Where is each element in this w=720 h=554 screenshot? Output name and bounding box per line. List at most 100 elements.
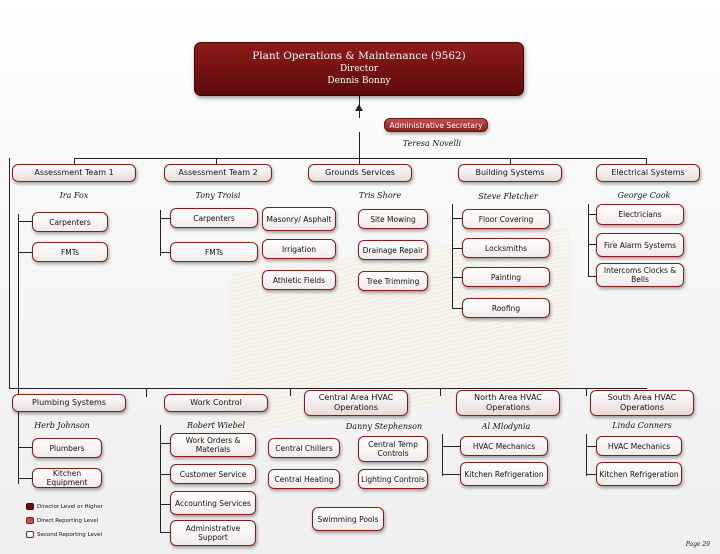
connector-line xyxy=(18,214,19,484)
unit-box: Central Temp Controls xyxy=(358,436,428,462)
unit-box: Kitchen Refrigeration xyxy=(460,462,548,486)
connector-line xyxy=(452,277,462,278)
connector-line xyxy=(9,388,647,389)
lead-name: Robert Wiebel xyxy=(186,421,246,430)
dept-south-area-hvac: South Area HVAC Operations xyxy=(590,390,694,416)
connector-line xyxy=(588,244,596,245)
connector-line xyxy=(160,218,170,219)
dept-electrical-systems: Electrical Systems xyxy=(596,164,700,182)
unit-box: Customer Service xyxy=(170,464,256,484)
connector-line xyxy=(586,446,596,447)
unit-box: Work Orders & Materials xyxy=(170,433,256,457)
connector-line xyxy=(9,158,10,388)
connector-line xyxy=(160,443,170,444)
connector-line xyxy=(452,248,462,249)
unit-box: Locksmiths xyxy=(462,238,550,258)
lead-name: Ira Fox xyxy=(59,191,89,200)
unit-box: Accounting Services xyxy=(170,491,256,515)
connector-line xyxy=(160,252,170,253)
connector-line xyxy=(290,388,291,396)
connector-line xyxy=(18,478,32,479)
unit-box: Kitchen Refrigeration xyxy=(596,462,682,486)
admin-secretary-box: Administrative Secretary xyxy=(384,118,488,132)
connector-line xyxy=(146,388,147,397)
unit-box: Site Mowing xyxy=(358,209,428,229)
unit-box: HVAC Mechanics xyxy=(596,436,682,456)
connector-line xyxy=(646,158,647,164)
unit-box: Central Chillers xyxy=(268,438,340,458)
lead-name: Steve Fletcher xyxy=(478,192,538,201)
director-title: Plant Operations & Maintenance (9562) xyxy=(252,50,466,62)
director-box: Plant Operations & Maintenance (9562) Di… xyxy=(194,42,524,96)
connector-line xyxy=(588,214,596,215)
dept-work-control: Work Control xyxy=(164,394,268,412)
connector-line xyxy=(586,388,587,396)
dept-grounds-services: Grounds Services xyxy=(308,164,412,182)
legend-item: Second Reporting Level xyxy=(26,531,102,538)
unit-box: Irrigation xyxy=(262,239,336,259)
connector-line xyxy=(440,388,441,396)
lead-name: Tris Shore xyxy=(358,191,402,200)
lead-name: Danny Stephenson xyxy=(345,422,423,431)
legend-swatch xyxy=(26,531,34,538)
unit-box: Masonry/ Asphalt xyxy=(262,207,336,231)
connector-line xyxy=(18,447,32,448)
connector-line xyxy=(442,434,443,476)
connector-line xyxy=(452,204,453,308)
connector-line xyxy=(452,218,462,219)
legend-swatch xyxy=(26,517,34,524)
lead-name: Tony Troisi xyxy=(195,191,241,200)
director-name: Dennis Bonny xyxy=(327,76,391,86)
unit-box: Athletic Fields xyxy=(262,270,336,290)
admin-secretary-name: Teresa Novelli xyxy=(402,139,462,148)
lead-name: George Cook xyxy=(617,191,671,200)
connector-line xyxy=(586,474,596,475)
connector-line xyxy=(74,158,75,164)
connector-line xyxy=(160,504,170,505)
dept-building-systems: Building Systems xyxy=(458,164,562,182)
unit-box: Roofing xyxy=(462,298,550,318)
unit-box: FMTs xyxy=(170,242,258,262)
lead-name: Linda Conners xyxy=(612,421,672,430)
connector-line xyxy=(74,158,646,159)
connector-line xyxy=(586,434,587,476)
legend-swatch xyxy=(26,503,34,510)
unit-box: Swimming Pools xyxy=(312,507,384,531)
director-role: Director xyxy=(339,64,379,74)
connector-line xyxy=(160,474,170,475)
connector-line xyxy=(510,158,511,164)
unit-box: Floor Covering xyxy=(462,209,550,229)
connector-line xyxy=(18,252,32,253)
unit-box: Lighting Controls xyxy=(358,469,428,489)
connector-line xyxy=(160,425,161,532)
unit-box: Administrative Support xyxy=(170,520,256,546)
connector-line xyxy=(160,210,161,256)
unit-box: Carpenters xyxy=(170,208,258,228)
dept-north-area-hvac: North Area HVAC Operations xyxy=(456,390,560,416)
page-number: Page 29 xyxy=(685,541,710,548)
dept-plumbing-systems: Plumbing Systems xyxy=(12,394,126,412)
unit-box: Intercoms Clocks & Bells xyxy=(596,263,684,287)
connector-line xyxy=(442,474,460,475)
unit-box: Fire Alarm Systems xyxy=(596,233,684,257)
unit-box: Drainage Repair xyxy=(358,240,428,260)
legend-label: Director Level or Higher xyxy=(37,503,103,510)
connector-line xyxy=(442,446,460,447)
unit-box: Kitchen Equipment xyxy=(32,468,102,488)
connector-line xyxy=(588,276,596,277)
unit-box: Tree Trimming xyxy=(358,271,428,291)
connector-line xyxy=(452,308,462,309)
connector-line xyxy=(359,158,360,164)
unit-box: Painting xyxy=(462,267,550,287)
connector-line xyxy=(160,532,170,533)
legend-item: Direct Reporting Level xyxy=(26,517,98,524)
lead-name: Herb Johnson xyxy=(34,421,90,430)
connector-line xyxy=(359,132,360,158)
connector-line xyxy=(18,221,32,222)
unit-box: FMTs xyxy=(32,242,108,262)
connector-line xyxy=(355,104,363,111)
connector-line xyxy=(216,158,217,164)
dept-central-area-hvac: Central Area HVAC Operations xyxy=(304,390,408,416)
lead-name: Al Mlodynia xyxy=(481,422,531,431)
legend-label: Second Reporting Level xyxy=(37,531,102,538)
